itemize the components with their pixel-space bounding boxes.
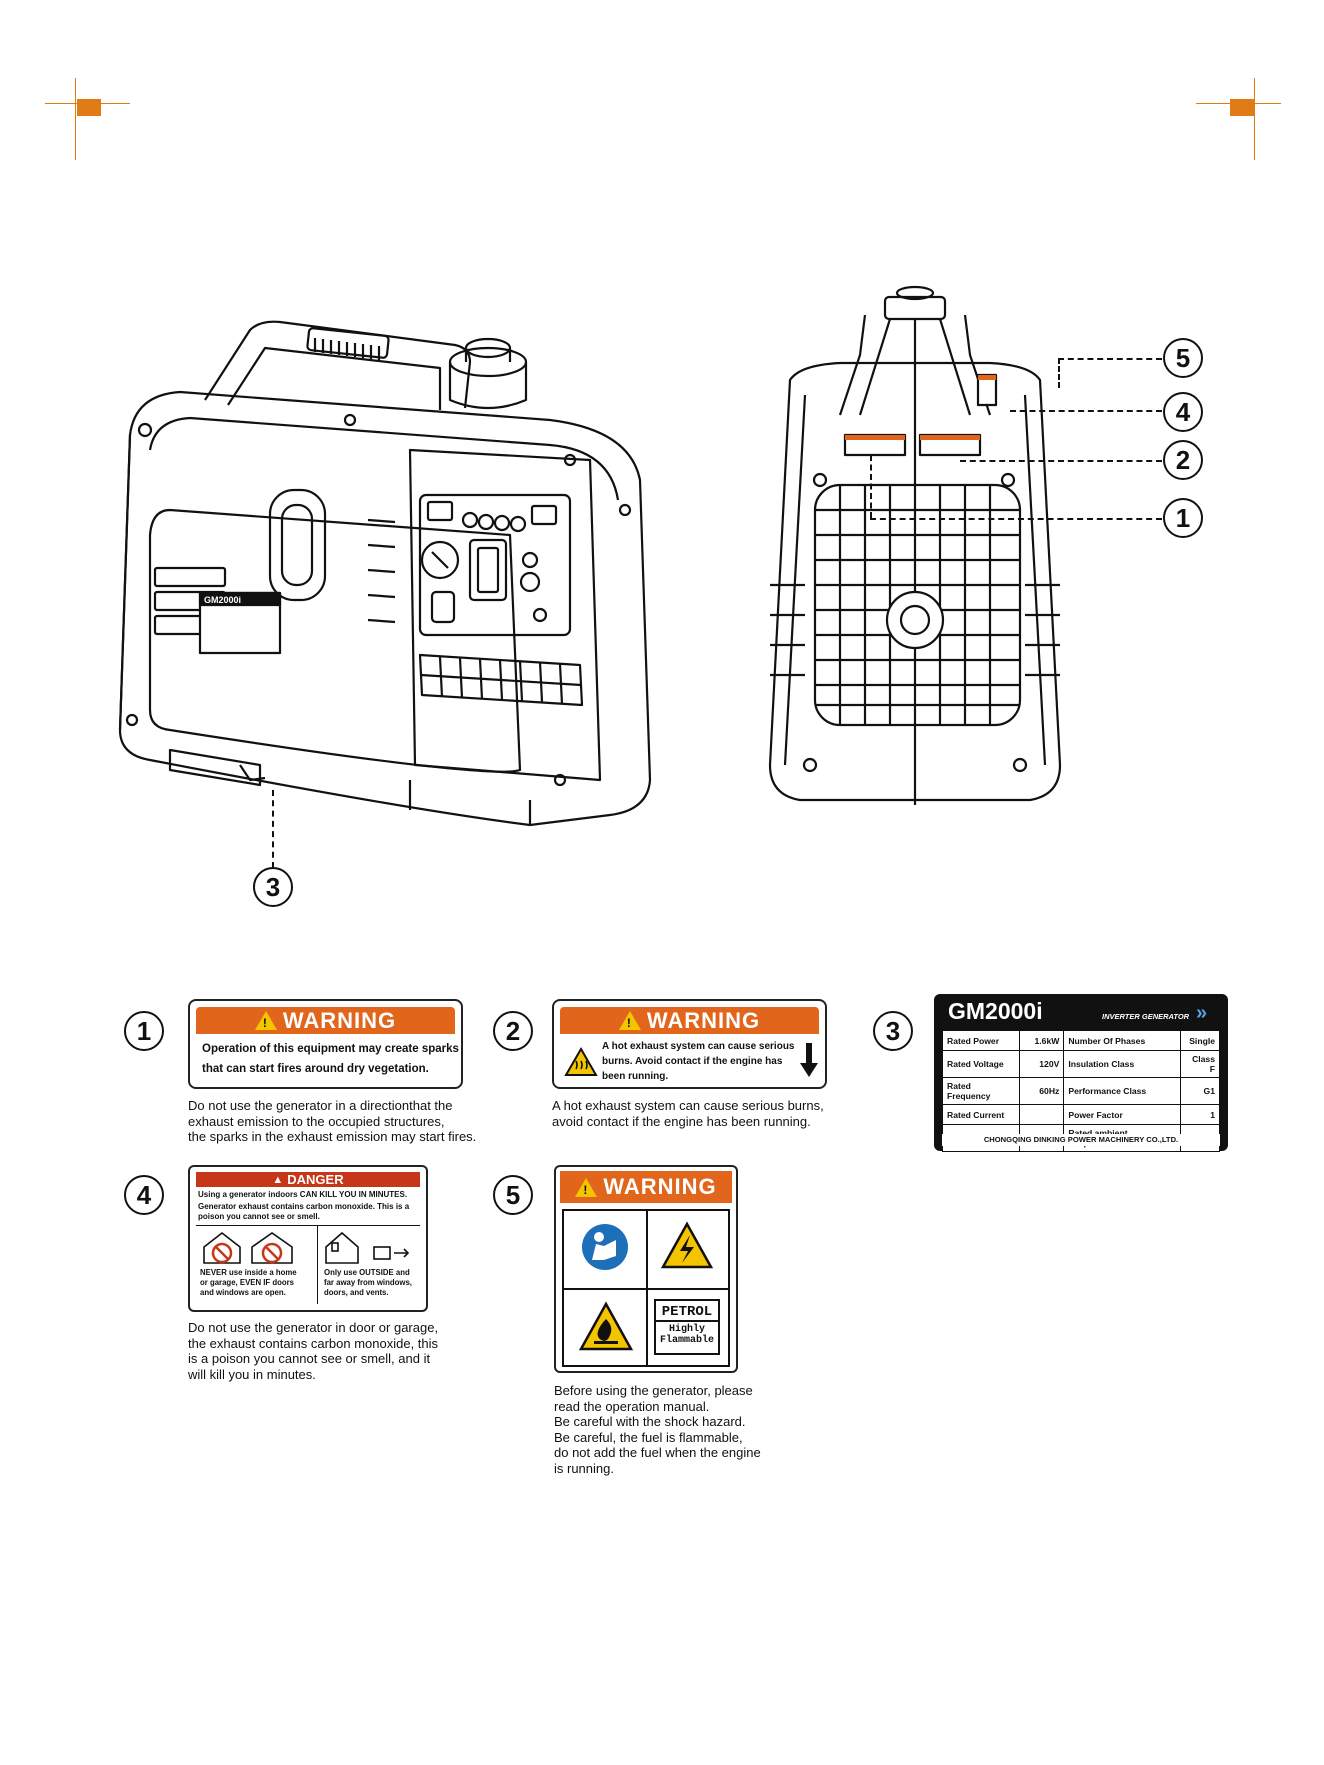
- chevron-right-icon: »: [1196, 1002, 1208, 1024]
- divider: [564, 1288, 728, 1290]
- crop-mark: [75, 78, 76, 160]
- warning-title: WARNING: [646, 1007, 761, 1033]
- caption-4: Do not use the generator in door or gara…: [188, 1320, 439, 1382]
- danger-right-2: far away from windows,: [324, 1278, 412, 1287]
- label-number-2: 2: [493, 1011, 533, 1051]
- danger-left-2: or garage, EVEN IF doors: [200, 1278, 295, 1287]
- warning-title: WARNING: [603, 1174, 717, 1199]
- danger-text-1: Using a generator indoors CAN KILL YOU I…: [198, 1190, 408, 1199]
- danger-left-1: NEVER use inside a home: [200, 1268, 297, 1277]
- spec-cell: Power Factor: [1063, 1104, 1181, 1125]
- warning-header: ! WARNING: [560, 1171, 732, 1203]
- crop-mark: [1230, 99, 1254, 116]
- spec-cell: Rated Power: [942, 1030, 1020, 1051]
- caption-5: Before using the generator, please read …: [554, 1383, 761, 1476]
- flammable-icon: [578, 1301, 634, 1351]
- electric-shock-icon: [660, 1221, 714, 1269]
- danger-title: DANGER: [287, 1172, 344, 1187]
- callout-5: 5: [1163, 338, 1203, 378]
- warning-header: ! WARNING: [560, 1007, 819, 1034]
- label-number-1: 1: [124, 1011, 164, 1051]
- petrol-box: PETROL Highly Flammable: [654, 1299, 720, 1355]
- spec-plate-model: GM2000i: [204, 595, 241, 605]
- warning-text-1: Operation of this equipment may create s…: [202, 1043, 459, 1055]
- pictogram-grid: [562, 1209, 730, 1367]
- spec-plate: GM2000i INVERTER GENERATOR » Rated Power…: [934, 994, 1228, 1152]
- callout-1: 1: [1163, 498, 1203, 538]
- danger-label-co: ▲ DANGER Using a generator indoors CAN K…: [188, 1165, 428, 1312]
- read-manual-icon: [582, 1224, 628, 1270]
- spec-maker: CHONGQING DINKING POWER MACHINERY CO.,LT…: [942, 1134, 1220, 1146]
- crop-mark: [77, 99, 101, 116]
- warning-label-sparks: ! WARNING Operation of this equipment ma…: [188, 999, 463, 1089]
- leader-line-5: [1058, 358, 1162, 360]
- divider: [196, 1225, 420, 1226]
- spec-cell: 1: [1179, 1104, 1221, 1125]
- spec-cell: Insulation Class: [1063, 1050, 1181, 1078]
- warning-text-2: that can start fires around dry vegetati…: [202, 1063, 429, 1075]
- petrol-highly: Highly: [668, 1324, 705, 1335]
- hot-surface-icon: [564, 1047, 598, 1076]
- warning-triangle-icon: !: [618, 1011, 641, 1030]
- callout-2: 2: [1163, 440, 1203, 480]
- warning-triangle-icon: !: [575, 1177, 598, 1197]
- spec-cell: Number Of Phases: [1063, 1030, 1181, 1051]
- spec-cell: 120V: [1018, 1050, 1065, 1078]
- leader-line-3: [272, 790, 274, 868]
- arrow-down-icon: [800, 1043, 818, 1077]
- spec-cell: Rated Frequency: [942, 1077, 1020, 1105]
- warning-triangle-icon: ▲: [272, 1173, 284, 1186]
- label-number-4: 4: [124, 1175, 164, 1215]
- spec-cell: 60Hz: [1018, 1077, 1065, 1105]
- warning-triangle-icon: !: [254, 1011, 277, 1030]
- warning-label-pictograms: ! WARNING PETROL Highly Flammable: [554, 1165, 738, 1373]
- spec-model: GM2000i: [948, 998, 1043, 1024]
- callout-3: 3: [253, 867, 293, 907]
- petrol-flammable: Flammable: [659, 1335, 714, 1346]
- label-number-5: 5: [493, 1175, 533, 1215]
- spec-cell: [1018, 1104, 1065, 1125]
- leader-line-2: [960, 460, 1162, 462]
- spec-cell: Performance Class: [1063, 1077, 1181, 1105]
- danger-left-3: and windows are open.: [200, 1288, 286, 1297]
- danger-text-2: Generator exhaust contains carbon monoxi…: [198, 1202, 410, 1211]
- divider: [317, 1225, 318, 1304]
- warning-label-hot-exhaust: ! WARNING A hot exhaust system can cause…: [552, 999, 827, 1089]
- leader-line-4: [1010, 410, 1162, 412]
- warning-text-2: burns. Avoid contact if the engine has: [602, 1056, 783, 1067]
- leader-line-1-v: [870, 455, 872, 518]
- caption-1: Do not use the generator in a directiont…: [188, 1098, 477, 1144]
- callout-4: 4: [1163, 392, 1203, 432]
- danger-header: ▲ DANGER: [196, 1172, 420, 1187]
- leader-line-1: [870, 518, 1162, 520]
- spec-cell: 1.6kW: [1018, 1030, 1065, 1051]
- spec-cell: Rated Voltage: [942, 1050, 1020, 1078]
- spec-cell: G1: [1179, 1077, 1221, 1105]
- spec-cell: Single: [1179, 1030, 1221, 1051]
- warning-title: WARNING: [282, 1007, 397, 1033]
- danger-right-3: doors, and vents.: [324, 1288, 389, 1297]
- generator-rear-view: [768, 285, 1062, 805]
- caption-2: A hot exhaust system can cause serious b…: [552, 1098, 824, 1129]
- warning-text-1: A hot exhaust system can cause serious: [602, 1041, 795, 1052]
- no-indoor-use-icon: [203, 1231, 293, 1264]
- petrol-title: PETROL: [656, 1304, 718, 1322]
- crop-mark: [1254, 78, 1255, 160]
- spec-type: INVERTER GENERATOR: [1102, 1012, 1190, 1021]
- warning-text-3: been running.: [602, 1071, 669, 1082]
- leader-line-5-v: [1058, 358, 1060, 388]
- warning-header: ! WARNING: [196, 1007, 455, 1034]
- label-number-3: 3: [873, 1011, 913, 1051]
- spec-cell: Class F: [1179, 1050, 1221, 1078]
- outdoor-use-icon: [325, 1231, 410, 1264]
- generator-side-view: GM2000i: [118, 320, 652, 827]
- danger-right-1: Only use OUTSIDE and: [324, 1268, 410, 1277]
- danger-text-3: poison you cannot see or smell.: [198, 1212, 320, 1221]
- spec-cell: Rated Current: [942, 1104, 1020, 1125]
